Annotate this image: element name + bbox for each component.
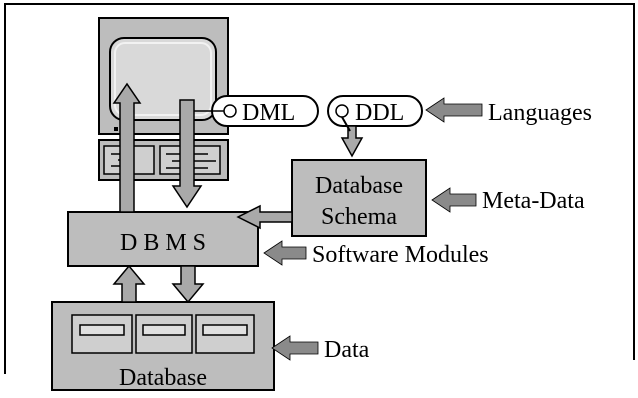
- dml-language-pill: DML: [211, 95, 319, 127]
- disk-drive-icon: [71, 314, 133, 354]
- dbms-box: D B M S: [67, 211, 259, 267]
- pointer-arrow-languages: [425, 97, 483, 123]
- database-label: Database: [119, 365, 207, 391]
- pointer-arrow-data: [271, 335, 319, 361]
- disk-drive-icon: [195, 314, 255, 354]
- dml-label: DML: [242, 100, 295, 126]
- arrow-database-to-dbms: [112, 264, 146, 303]
- data-caption: Data: [324, 337, 370, 363]
- schema-label-line2: Schema: [321, 204, 397, 230]
- database-schema-box: Database Schema: [291, 159, 427, 237]
- arrow-schema-to-dbms: [236, 204, 293, 230]
- dbms-label: D B M S: [120, 230, 206, 256]
- languages-caption: Languages: [488, 100, 592, 126]
- ddl-connector-line: [341, 116, 351, 132]
- frame-border: [4, 3, 635, 374]
- database-box: Database: [51, 301, 275, 391]
- arrow-terminal-to-dbms: [171, 99, 203, 209]
- pointer-arrow-software-modules: [263, 240, 307, 266]
- ddl-label: DDL: [355, 100, 404, 126]
- schema-label-line1: Database: [315, 173, 403, 199]
- arrow-ddl-to-schema: [340, 125, 364, 158]
- disk-drive-icon: [135, 314, 193, 354]
- software-modules-caption: Software Modules: [312, 242, 489, 268]
- arrow-dbms-to-database: [171, 265, 205, 304]
- arrow-dbms-to-terminal: [112, 82, 142, 213]
- ddl-language-pill: DDL: [327, 95, 423, 127]
- pointer-arrow-meta-data: [431, 187, 477, 213]
- meta-data-caption: Meta-Data: [482, 188, 585, 214]
